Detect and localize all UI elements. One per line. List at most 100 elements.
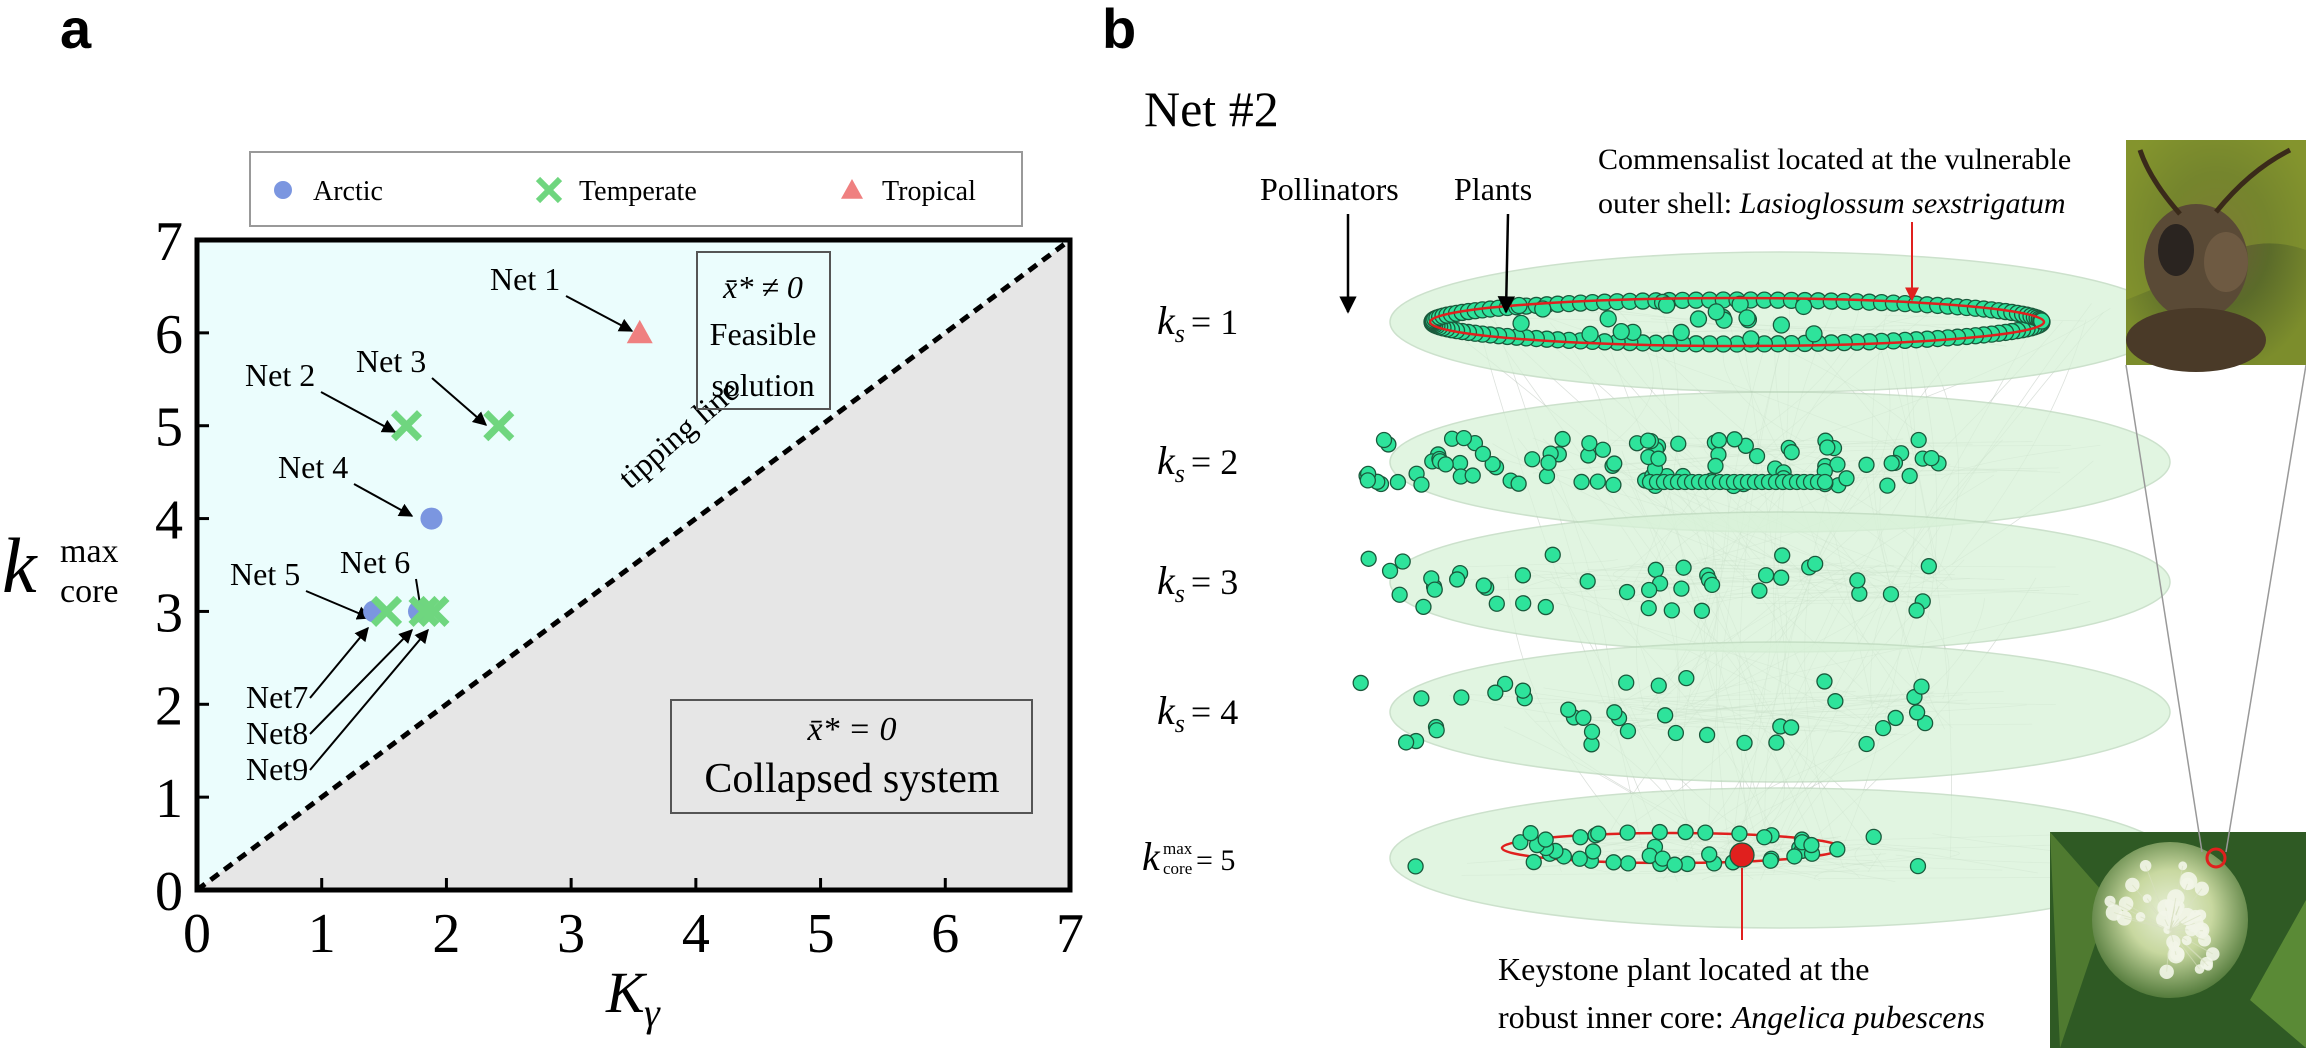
network-node <box>1748 447 1766 465</box>
k-shell-disk <box>1389 641 2171 783</box>
network-node <box>1375 431 1393 449</box>
commensalist-species: Lasioglossum sexstrigatum <box>1739 187 2066 220</box>
collapsed-box: x̄* = 0 Collapsed system <box>670 699 1033 814</box>
network-node <box>1858 735 1875 753</box>
feasible-label: Feasible <box>710 316 817 352</box>
feasible-solution-label: solution <box>711 367 814 403</box>
network-node <box>1816 473 1834 491</box>
network-node <box>1381 562 1399 580</box>
network-node <box>1512 834 1529 851</box>
tipping-line <box>195 237 1072 893</box>
network-node <box>1413 690 1430 707</box>
network-node <box>1849 572 1866 589</box>
y-axis-label-sup: max <box>60 533 119 570</box>
network-node <box>1540 454 1557 471</box>
network-node <box>1583 723 1601 740</box>
keystone-plant-node <box>1729 842 1755 868</box>
network-node <box>1670 435 1687 452</box>
network-node <box>1579 573 1596 590</box>
keystone-annotation: Keystone plant located at the robust inn… <box>1498 868 1985 1035</box>
y-tick-label: 1 <box>155 768 183 830</box>
k-shells <box>1389 251 2171 929</box>
network-node <box>1437 456 1454 473</box>
network-node <box>1703 576 1721 594</box>
data-points <box>363 319 653 627</box>
network-node <box>1731 825 1748 842</box>
network-node <box>1773 569 1790 586</box>
svg-text:robust inner core: Angelica pu: robust inner core: Angelica pubescens <box>1498 999 1985 1035</box>
network-node <box>1510 475 1527 492</box>
network-node <box>1639 432 1657 449</box>
svg-text:outer shell: Lasioglossum sexs: outer shell: Lasioglossum sexstrigatum <box>1598 187 2066 220</box>
network-node <box>1618 583 1636 601</box>
bee-photo <box>2126 140 2306 372</box>
net-label: Net 1 <box>490 261 560 297</box>
net-label-arrow <box>320 391 397 433</box>
network-node <box>1786 848 1803 865</box>
network-node <box>1762 852 1779 869</box>
net-label: Net 4 <box>278 449 348 485</box>
legend-label-temperate: Temperate <box>579 176 697 207</box>
outer-shell-highlight <box>1428 296 2046 348</box>
network-node <box>1589 473 1606 490</box>
network-node <box>1701 846 1718 863</box>
network-node <box>1537 831 1554 848</box>
net-label: Net9 <box>246 751 308 787</box>
network-node <box>1707 303 1725 321</box>
network-node <box>1618 674 1635 691</box>
k-shell-label: ks= 4 <box>1157 688 1238 738</box>
network-node <box>1675 559 1692 576</box>
network-node <box>1512 314 1530 333</box>
network-node <box>1689 310 1708 328</box>
network-node <box>1352 674 1369 692</box>
network-node <box>1594 441 1612 458</box>
network-node <box>1407 858 1424 875</box>
network-node <box>1656 707 1674 724</box>
x-axis-label-main: K <box>605 960 648 1025</box>
network-node <box>1782 719 1800 736</box>
legend-marker-temperate <box>535 176 563 204</box>
x-axis-label-sub: γ <box>644 990 661 1035</box>
network-node <box>1359 472 1376 489</box>
network-node <box>1738 309 1756 327</box>
network-node <box>1573 473 1590 491</box>
network-node <box>1584 843 1602 860</box>
network-node <box>1865 828 1882 846</box>
network-node <box>1879 477 1896 494</box>
network-node <box>1487 684 1504 701</box>
network-node <box>1909 857 1927 875</box>
network-node <box>1768 734 1785 751</box>
commensalist-line1: Commensalist located at the vulnerable <box>1598 143 2071 176</box>
network-node <box>1651 823 1668 841</box>
network-node <box>1514 682 1532 699</box>
data-point-temperate <box>390 410 423 442</box>
net-label: Net 5 <box>230 556 300 592</box>
net-label-arrow <box>565 295 634 332</box>
k-shell-label: ks= 2 <box>1157 438 1238 488</box>
legend-label-arctic: Arctic <box>313 176 383 207</box>
network-node <box>1901 467 1918 485</box>
network-node <box>1590 825 1607 842</box>
network-node <box>1726 431 1743 448</box>
network-node <box>1772 316 1790 334</box>
network-node <box>1710 432 1728 449</box>
network-node <box>1619 855 1637 872</box>
keystone-line1: Keystone plant located at the <box>1498 951 1869 987</box>
network-node <box>1672 323 1690 342</box>
network-node <box>1474 445 1492 463</box>
svg-text:max: max <box>1163 839 1193 858</box>
network-node <box>1449 571 1466 588</box>
net-label: Net7 <box>246 679 308 715</box>
network-node <box>1640 599 1657 617</box>
pollinators-label: Pollinators <box>1260 171 1399 207</box>
keystone-species: Angelica pubescens <box>1730 999 1985 1035</box>
panel-b-title: Net #2 <box>1144 81 1279 137</box>
x-tick-label: 2 <box>432 903 460 965</box>
plot-frame <box>194 237 1073 893</box>
y-tick-label: 4 <box>155 490 183 552</box>
feasible-box: x̄* ≠ 0 Feasible solution <box>696 251 831 410</box>
network-node <box>1908 704 1926 721</box>
